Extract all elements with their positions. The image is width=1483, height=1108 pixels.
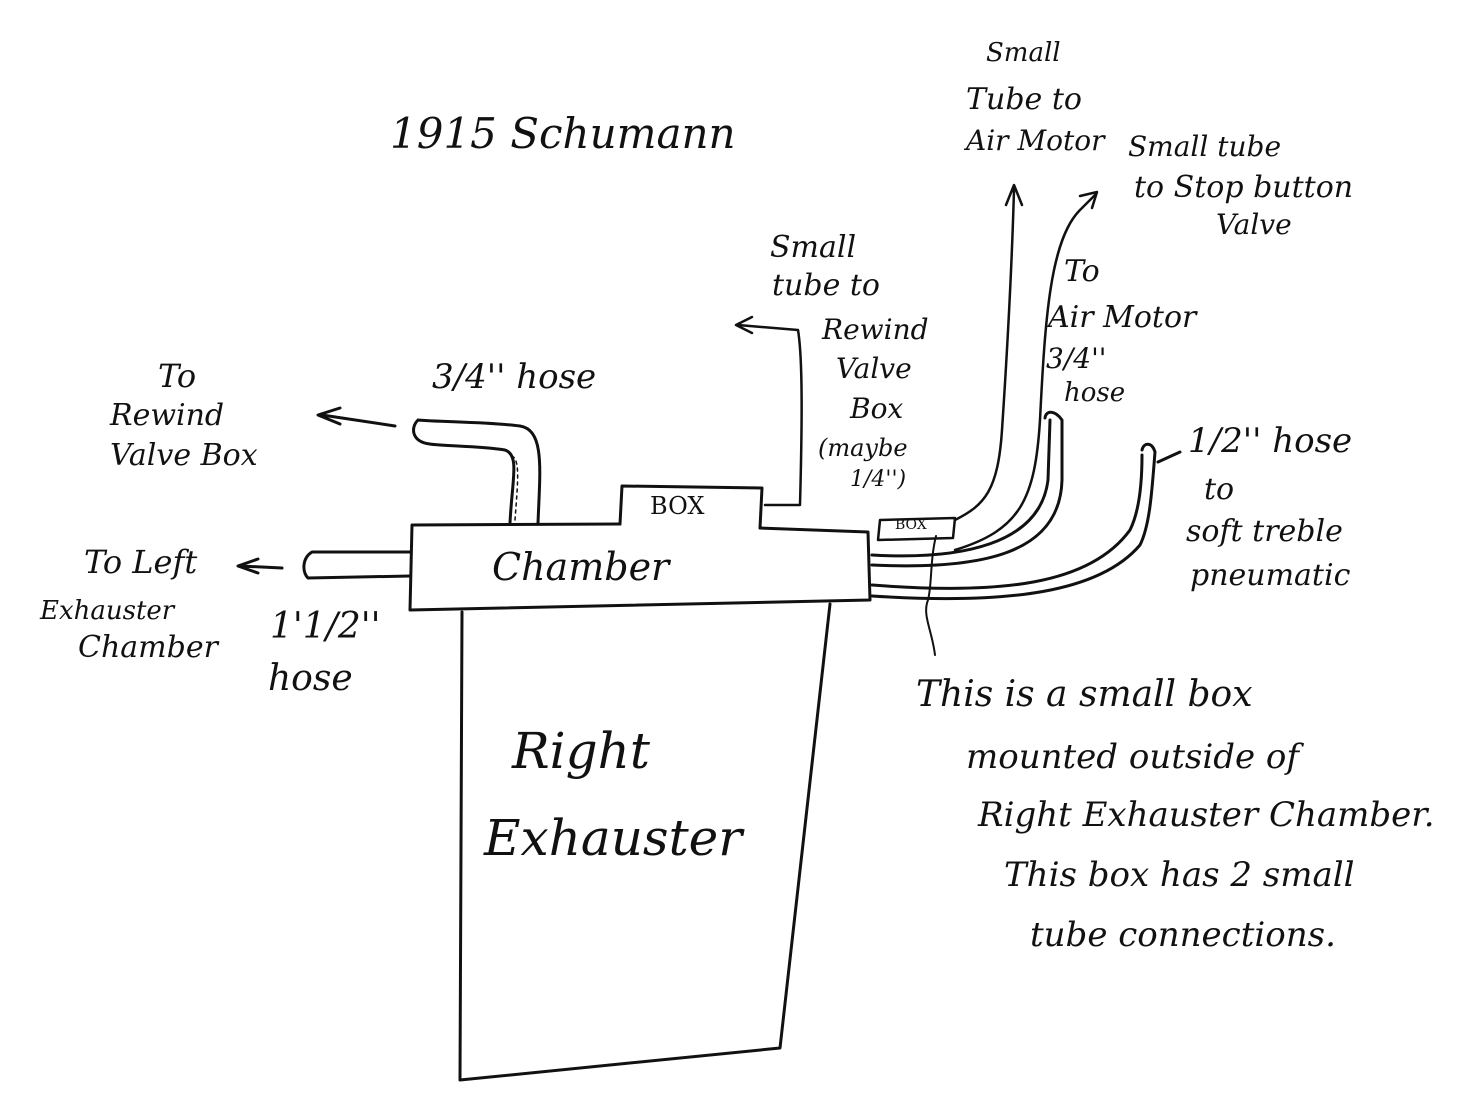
air-motor-hose (870, 410, 1064, 568)
rewind-hose-label-line2: Rewind (110, 398, 225, 433)
left-exhauster-label-2: Exhauster (40, 596, 175, 626)
air-motor-tube-label-2: Tube to (966, 82, 1082, 117)
rewind-tube-label-5: Box (850, 392, 904, 425)
air-motor-tube-label-1: Small (986, 38, 1061, 68)
stop-button-label-1: Small tube (1128, 130, 1282, 163)
chamber-outline (408, 522, 872, 612)
stop-button-label-2: to Stop button (1134, 170, 1354, 205)
rewind-tube-label-4: Valve (836, 352, 912, 385)
note-line-1: This is a small box (916, 674, 1253, 715)
one-half-hose-label-1: 1'1/2'' (270, 606, 381, 647)
air-motor-hose-label-1: To (1064, 254, 1100, 289)
soft-treble-hose (870, 442, 1182, 601)
rewind-tube-label-7: 1/4'') (850, 467, 907, 492)
soft-treble-label-3: soft treble (1186, 514, 1343, 549)
small-box-label: BOX (895, 517, 927, 533)
rewind-tube-label-1: Small (770, 230, 857, 265)
exhauster-label-line2: Exhauster (484, 809, 743, 867)
note-leader-line (925, 535, 937, 656)
air-motor-small-tube (953, 183, 1024, 522)
three-quarter-hose-pipe (412, 418, 542, 525)
rewind-small-tube (734, 315, 803, 507)
air-motor-tube-label-3: Air Motor (966, 124, 1105, 157)
stop-button-label-3: Valve (1216, 208, 1292, 241)
diagram-title: 1915 Schumann (390, 109, 736, 158)
rewind-hose-label-line1: To (158, 357, 197, 395)
left-hose (302, 550, 412, 580)
top-box-label: BOX (650, 492, 705, 520)
soft-treble-label-2: to (1204, 472, 1235, 507)
three-quarter-hose-label: 3/4'' hose (432, 357, 597, 397)
rewind-tube-label-2: tube to (772, 268, 880, 303)
note-line-5: tube connections. (1030, 915, 1336, 955)
air-motor-hose-label-3: 3/4'' (1046, 342, 1107, 375)
air-motor-hose-label-4: hose (1064, 378, 1126, 408)
left-exhauster-label-3: Chamber (78, 630, 218, 665)
soft-treble-label-4: pneumatic (1190, 558, 1351, 593)
rewind-hose-label-line3: Valve Box (110, 438, 258, 473)
top-box (618, 484, 764, 530)
left-exhauster-label-1: To Left (84, 543, 198, 581)
note-line-3: Right Exhauster Chamber. (978, 795, 1435, 835)
air-motor-hose-label-2: Air Motor (1048, 300, 1197, 335)
exhauster-label-line1: Right (512, 722, 650, 780)
note-line-4: This box has 2 small (1004, 855, 1355, 895)
exhauster-body (458, 602, 832, 1082)
small-box (876, 516, 957, 542)
rewind-tube-label-3: Rewind (822, 313, 929, 346)
soft-treble-label-1: 1/2'' hose (1188, 421, 1353, 461)
rewind-tube-label-6: (maybe (818, 434, 908, 462)
chamber-label: Chamber (492, 545, 670, 589)
one-half-hose-label-2: hose (268, 658, 353, 699)
left-hose-arrow (236, 557, 284, 575)
note-line-2: mounted outside of (966, 737, 1299, 777)
rewind-hose-arrow (316, 406, 397, 428)
stop-button-tube (953, 190, 1099, 552)
hose-inner-line (511, 455, 519, 521)
